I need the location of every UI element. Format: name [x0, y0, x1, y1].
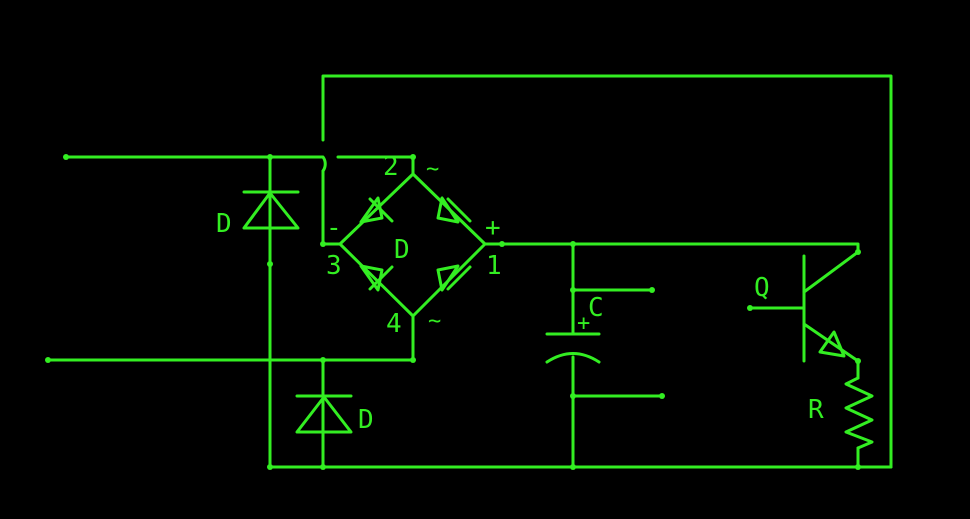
- bridge-diode-lower-right: [436, 264, 472, 292]
- input-line-top-continue: [336, 155, 415, 176]
- junction-dot: [45, 357, 51, 363]
- resistor-label: R: [808, 395, 824, 425]
- node-4-tilde-label: ~: [428, 309, 441, 334]
- bridge-label: D: [394, 235, 410, 265]
- diode-bottom-label: D: [358, 405, 374, 435]
- junction-dot: [410, 357, 416, 363]
- junction-dot: [570, 393, 576, 399]
- junction-dot: [855, 464, 861, 470]
- input-line-top: [64, 155, 327, 173]
- junction-dot: [63, 154, 69, 160]
- bridge-rectifier: [338, 172, 487, 318]
- bridge-plus-label: +: [485, 213, 501, 243]
- node-2-label: 2: [383, 152, 399, 182]
- junction-dot: [855, 249, 861, 255]
- diode-top-label: D: [216, 209, 232, 239]
- wires: [46, 74, 893, 469]
- bridge-diode-lower-left: [359, 264, 394, 292]
- junction-dot: [410, 154, 416, 160]
- junction-dot: [320, 464, 326, 470]
- input-line-bottom: [46, 314, 415, 362]
- diode-bottom: [295, 394, 353, 434]
- resistor: [844, 376, 874, 450]
- junction-dot: [659, 393, 665, 399]
- junction-dot: [570, 241, 576, 247]
- junction-dot: [267, 261, 273, 267]
- node-2-tilde-label: ~: [426, 157, 439, 182]
- outer-loop: [321, 74, 893, 469]
- junction-dot: [747, 305, 753, 311]
- junction-dot: [267, 154, 273, 160]
- positive-rail: [483, 242, 860, 254]
- transistor: [802, 250, 860, 363]
- capacitor-label: C: [588, 293, 604, 323]
- bridge-minus-label: -: [326, 213, 342, 243]
- junction-dot: [570, 287, 576, 293]
- labels: D D D C + Q R 1 2 3 4 ~ ~ + -: [216, 152, 824, 435]
- junction-dot: [649, 287, 655, 293]
- junction-dot: [320, 241, 326, 247]
- junction-dot: [267, 464, 273, 470]
- junction-dot: [320, 357, 326, 363]
- junction-dot: [499, 241, 505, 247]
- transistor-label: Q: [754, 273, 770, 303]
- capacitor-plus-label: +: [577, 311, 590, 336]
- junction-dot: [570, 464, 576, 470]
- junctions: [45, 154, 861, 470]
- bridge-diode-upper-right: [436, 196, 472, 224]
- bridge-diode-upper-left: [359, 196, 394, 224]
- junction-dot: [855, 358, 861, 364]
- node-3-label: 3: [326, 251, 342, 281]
- node-4-label: 4: [386, 309, 402, 339]
- diode-top: [242, 190, 300, 230]
- capacitor: [545, 332, 601, 364]
- bridge-diamond: [338, 172, 487, 318]
- node-1-label: 1: [486, 251, 502, 281]
